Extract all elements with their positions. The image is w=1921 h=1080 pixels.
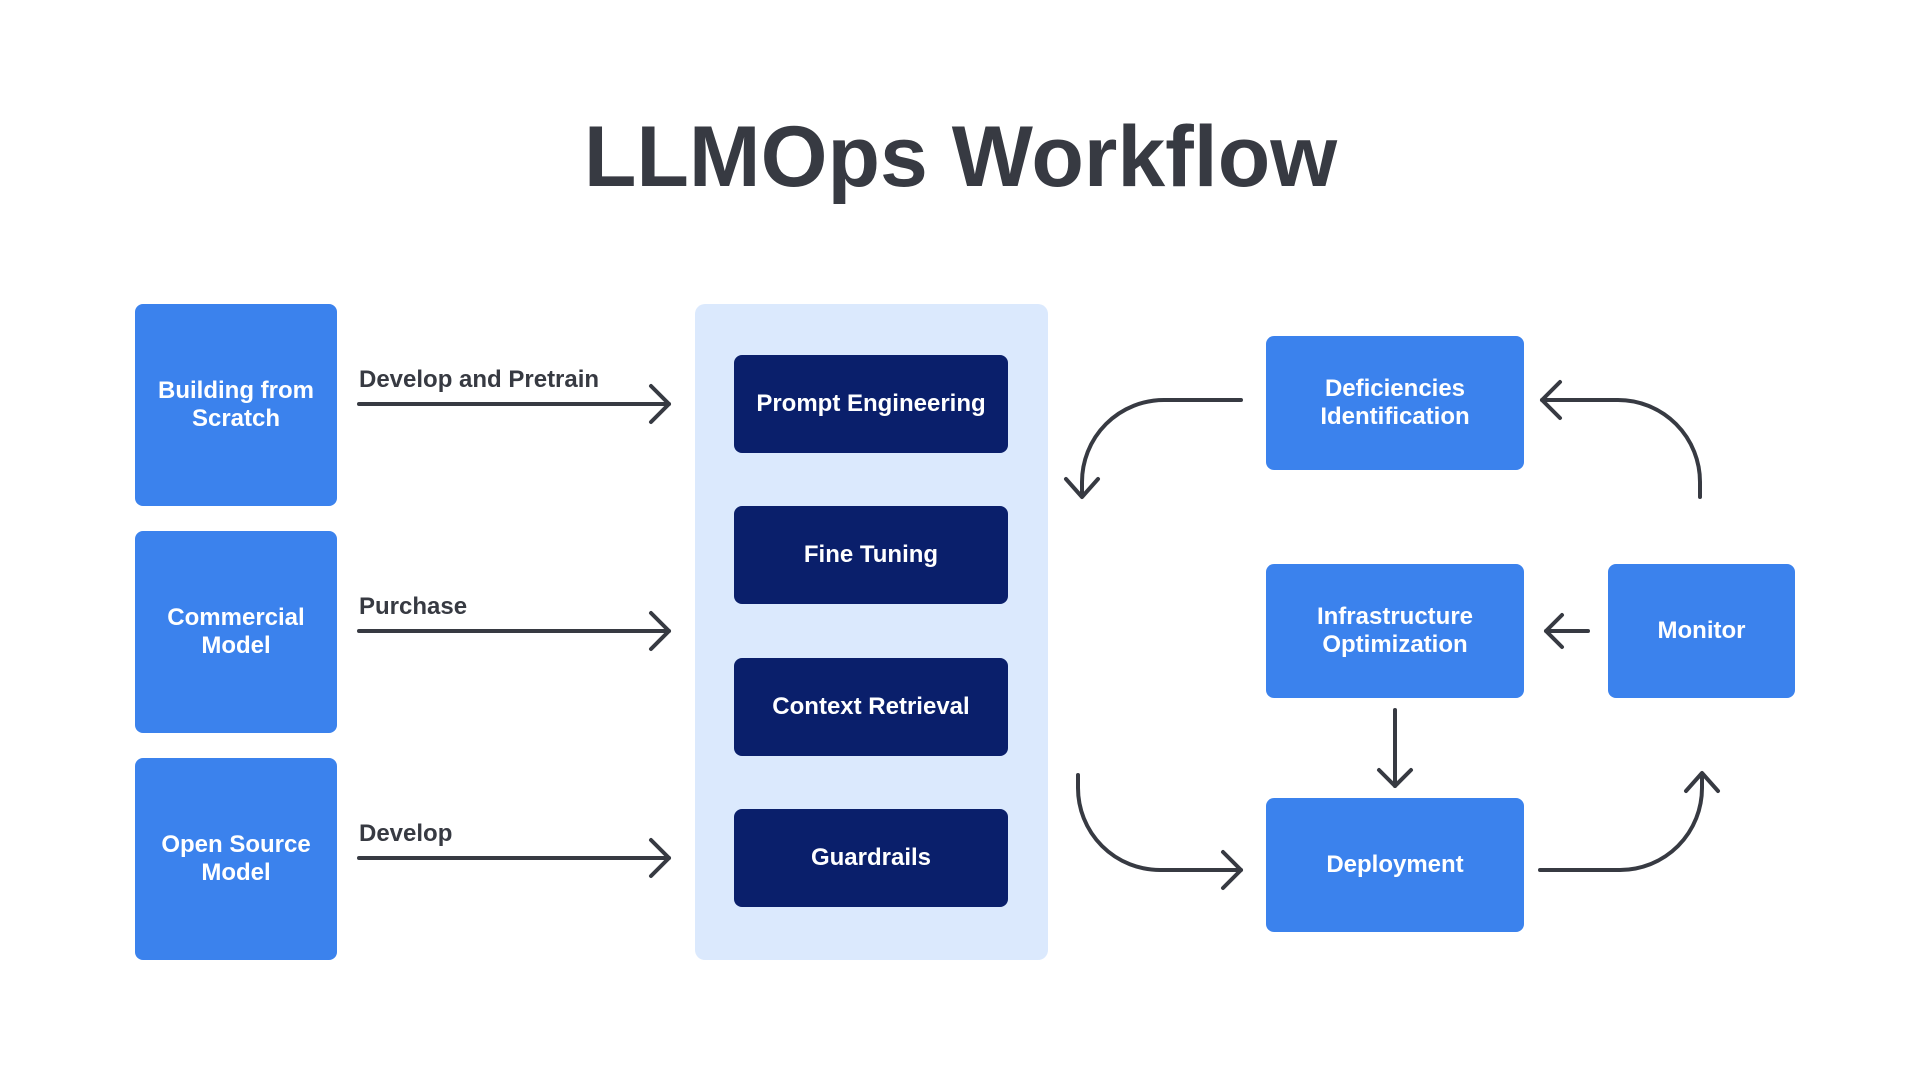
arrow-deficiencies-to-panel xyxy=(1064,398,1243,499)
arrow-develop xyxy=(357,838,671,878)
page-title: LLMOps Workflow xyxy=(583,109,1338,205)
edge-label-develop-and-pretrain: Develop and Pretrain xyxy=(359,366,600,393)
stage-label: Guardrails xyxy=(810,844,932,871)
arrow-infrastructure-to-deployment xyxy=(1377,708,1413,788)
arrow-monitor-to-deficiencies xyxy=(1540,380,1702,499)
stage-label: Fine Tuning xyxy=(803,541,939,568)
source-building-from-scratch[interactable]: Building from Scratch xyxy=(135,304,337,506)
arrow-develop-and-pretrain xyxy=(357,384,671,424)
cycle-deficiencies-identification[interactable]: Deficiencies Identification xyxy=(1266,336,1524,470)
cycle-deployment[interactable]: Deployment xyxy=(1266,798,1524,932)
arrow-deployment-to-monitor xyxy=(1538,771,1720,872)
source-commercial-model[interactable]: Commercial Model xyxy=(135,531,337,733)
cycle-infrastructure-optimization[interactable]: Infrastructure Optimization xyxy=(1266,564,1524,698)
edge-label-develop: Develop xyxy=(359,820,453,847)
arrow-purchase xyxy=(357,611,671,651)
cycle-label: Monitor xyxy=(1657,617,1746,644)
cycle-label: Deployment xyxy=(1326,851,1464,878)
stage-fine-tuning[interactable]: Fine Tuning xyxy=(734,506,1008,604)
source-label: Commercial Model xyxy=(167,604,305,659)
stage-label: Context Retrieval xyxy=(772,693,970,720)
source-open-source-model[interactable]: Open Source Model xyxy=(135,758,337,960)
edge-label-purchase: Purchase xyxy=(359,593,468,620)
arrow-panel-to-deployment xyxy=(1076,773,1243,890)
arrow-monitor-to-infrastructure xyxy=(1544,613,1590,649)
source-label: Open Source Model xyxy=(161,831,311,886)
cycle-label: Deficiencies Identification xyxy=(1320,375,1470,430)
cycle-label: Infrastructure Optimization xyxy=(1316,603,1474,658)
source-label: Building from Scratch xyxy=(158,377,314,432)
stage-guardrails[interactable]: Guardrails xyxy=(734,809,1008,907)
cycle-monitor[interactable]: Monitor xyxy=(1608,564,1795,698)
stage-label: Prompt Engineering xyxy=(756,390,986,417)
stage-context-retrieval[interactable]: Context Retrieval xyxy=(734,658,1008,756)
stage-prompt-engineering[interactable]: Prompt Engineering xyxy=(734,355,1008,453)
